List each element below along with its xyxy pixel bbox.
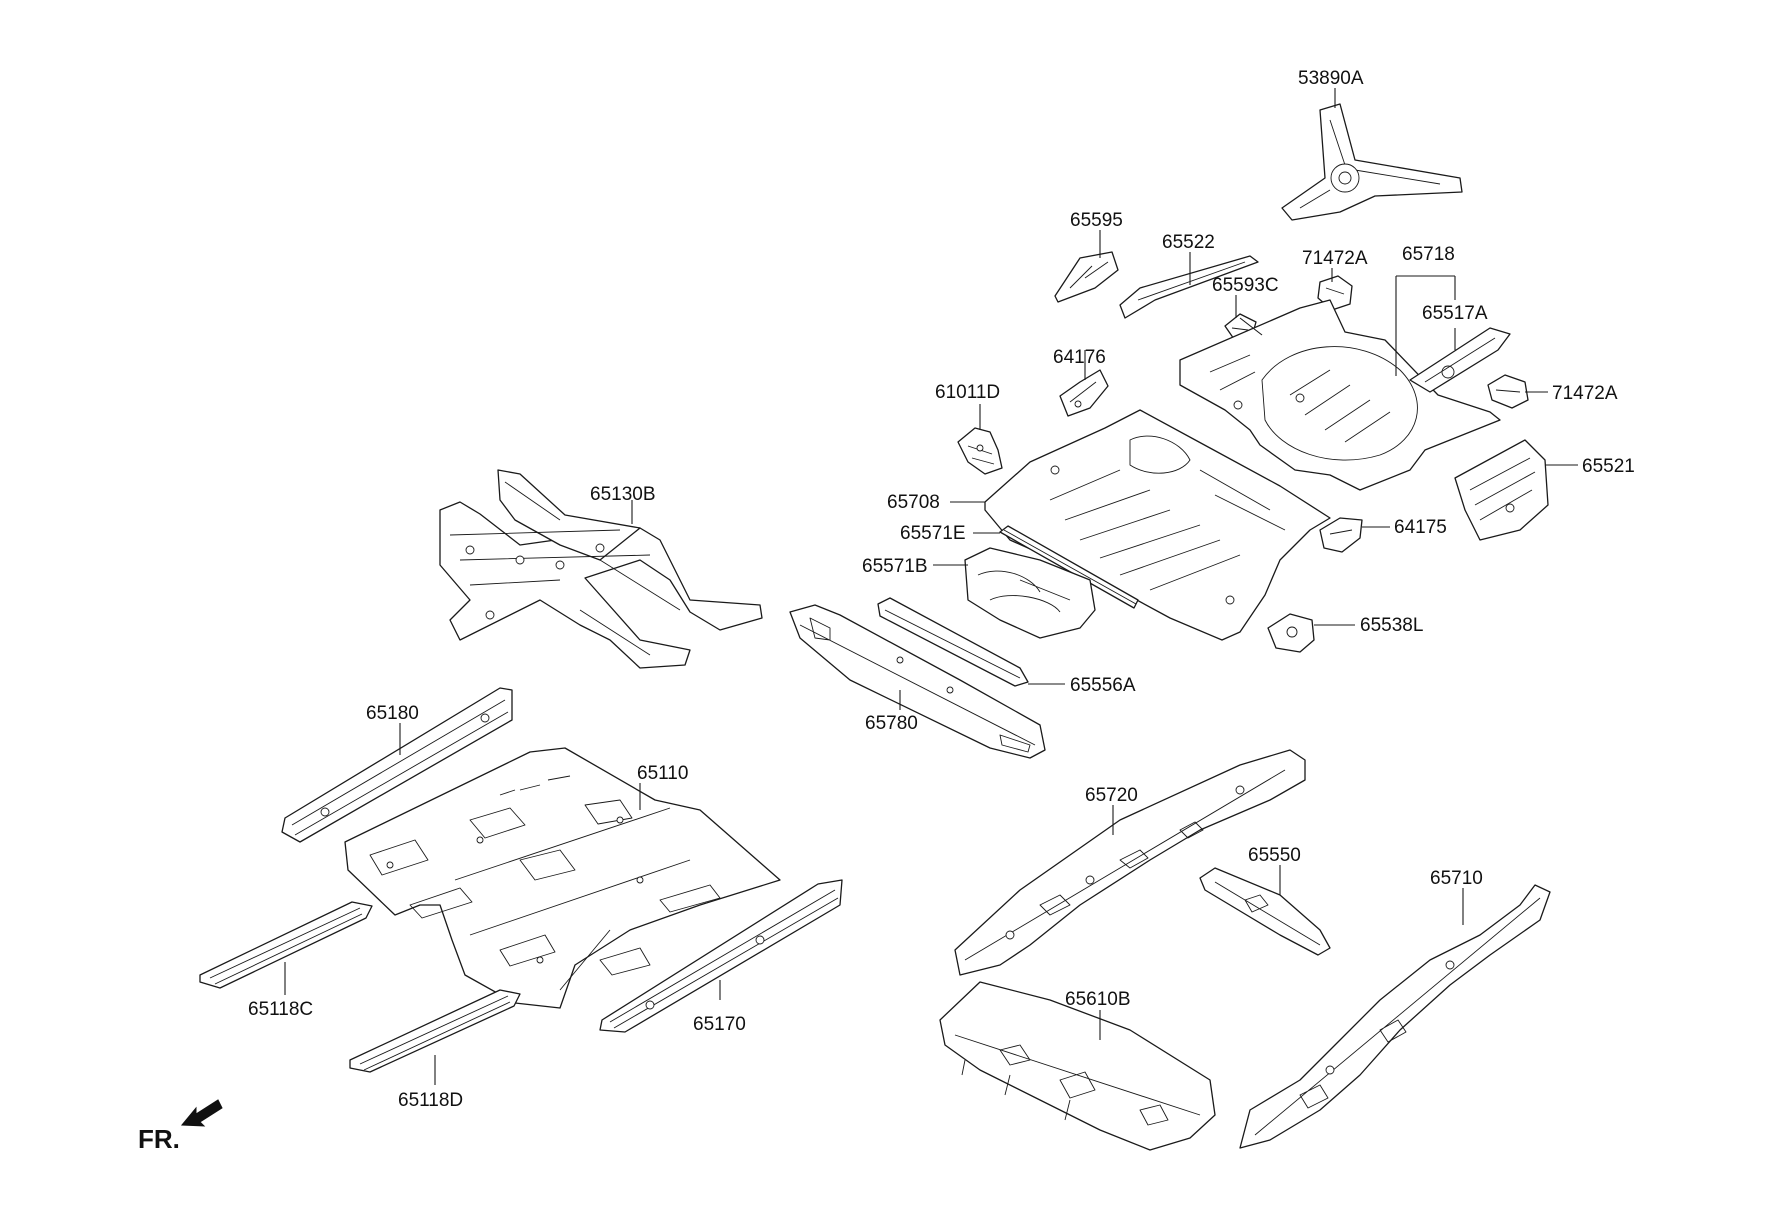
label-65118C: 65118C	[248, 999, 313, 1020]
part-65170-side-sill	[599, 879, 843, 1033]
part-65521-rear-panel	[1454, 439, 1549, 541]
label-71472A-top: 71472A	[1302, 248, 1368, 269]
label-65550: 65550	[1248, 845, 1301, 866]
label-65517A: 65517A	[1422, 303, 1488, 324]
part-65550-bracket	[1199, 867, 1331, 956]
label-64176: 64176	[1053, 347, 1106, 368]
label-65130B: 65130B	[590, 484, 656, 505]
label-65571E: 65571E	[900, 523, 966, 544]
label-65718: 65718	[1402, 244, 1455, 265]
label-65556A: 65556A	[1070, 675, 1136, 696]
part-65110-front-floor-panel	[344, 747, 781, 1009]
part-65118C-sill-step	[199, 901, 373, 989]
label-65710: 65710	[1430, 868, 1483, 889]
part-65180-side-sill	[281, 687, 513, 843]
label-64175: 64175	[1394, 517, 1447, 538]
part-53890A-spare-tire-bracket	[1281, 103, 1463, 221]
part-61011D-bracket	[957, 427, 1003, 475]
label-65110: 65110	[637, 763, 688, 784]
leader-lines	[284, 88, 1578, 1085]
front-label: FR.	[138, 1124, 180, 1154]
part-64176-bracket	[1059, 369, 1109, 417]
label-65593C: 65593C	[1212, 275, 1279, 296]
label-65571B: 65571B	[862, 556, 928, 577]
label-65610B: 65610B	[1065, 989, 1131, 1010]
part-65720-rear-side-member	[954, 749, 1306, 976]
label-65522: 65522	[1162, 232, 1215, 253]
part-labels: 53890A 65595 65522 71472A 65718 65593C 6…	[248, 68, 1635, 1111]
part-65571B-heat-shield	[964, 547, 1096, 639]
label-65708: 65708	[887, 492, 940, 513]
label-65720: 65720	[1085, 785, 1138, 806]
label-65538L: 65538L	[1360, 615, 1423, 636]
label-65521: 65521	[1582, 456, 1635, 477]
part-65595-bracket	[1054, 251, 1119, 303]
label-65180: 65180	[366, 703, 419, 724]
front-arrow-icon	[180, 1099, 223, 1127]
part-65118D-sill-step	[349, 989, 521, 1073]
part-65556A-member	[877, 597, 1029, 687]
part-65710-rear-side-member	[1239, 884, 1551, 1149]
part-64175-bracket	[1319, 517, 1363, 553]
label-65118D: 65118D	[398, 1090, 463, 1111]
label-61011D: 61011D	[935, 382, 1000, 403]
front-direction-indicator: FR.	[138, 1099, 223, 1154]
part-65780-crossmember	[789, 604, 1046, 759]
part-65522-reinforcement	[1119, 255, 1259, 319]
part-65718-rear-floor-tub	[1179, 299, 1501, 491]
part-65538L-bracket	[1267, 613, 1315, 653]
part-65517A-panel	[1409, 327, 1511, 393]
label-53890A: 53890A	[1298, 68, 1364, 89]
part-65130B-front-crossmember	[439, 469, 763, 669]
label-65595: 65595	[1070, 210, 1123, 231]
label-65780: 65780	[865, 713, 918, 734]
label-65170: 65170	[693, 1014, 746, 1035]
label-71472A-right: 71472A	[1552, 383, 1618, 404]
part-65610B-rear-crossmember	[939, 981, 1216, 1151]
part-71472A-right-bracket	[1487, 374, 1529, 409]
